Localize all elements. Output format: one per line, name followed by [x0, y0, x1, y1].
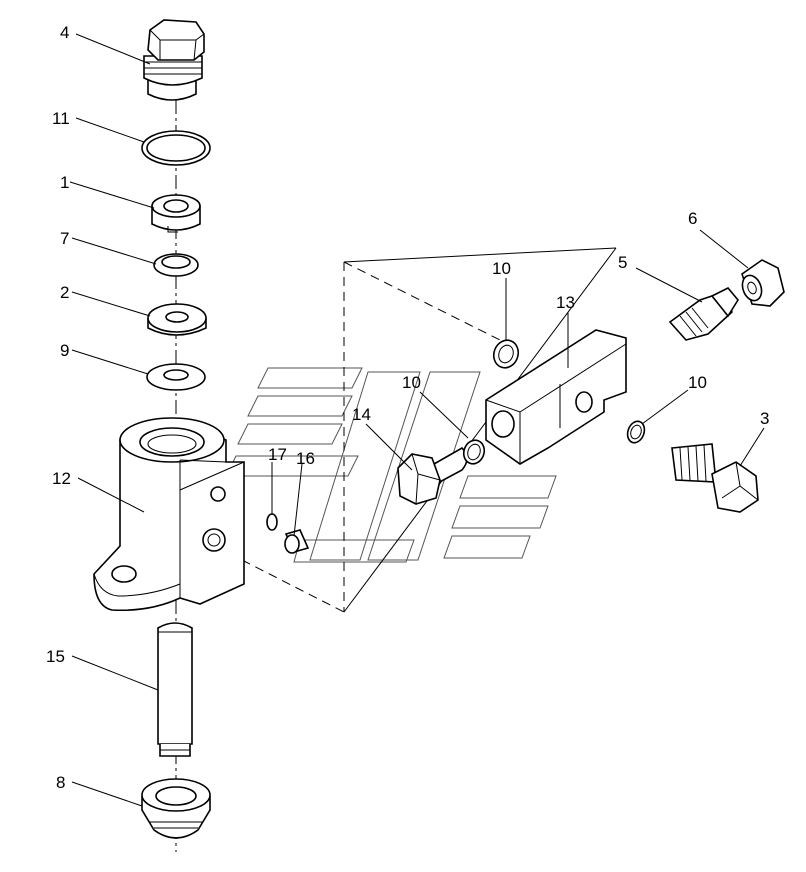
part-1-seat — [151, 194, 201, 233]
callout-8: 8 — [56, 773, 65, 792]
part-10-washer-c — [626, 420, 646, 444]
callout-labels: 4 11 1 7 2 9 12 15 8 17 16 14 10 10 10 1… — [46, 23, 769, 792]
callout-10-top: 10 — [492, 259, 511, 278]
part-6-cap — [741, 259, 785, 307]
part-15-pin — [157, 622, 193, 757]
part-14-bolt — [397, 447, 468, 505]
callout-7: 7 — [60, 229, 69, 248]
part-5-union — [668, 287, 739, 341]
part-12-body — [93, 417, 245, 612]
callout-5: 5 — [618, 253, 627, 272]
callout-13: 13 — [556, 293, 575, 312]
callout-16: 16 — [296, 449, 315, 468]
part-3-bolt — [671, 443, 759, 513]
callout-10-mid: 10 — [402, 373, 421, 392]
callout-10-right: 10 — [688, 373, 707, 392]
callout-3: 3 — [760, 409, 769, 428]
part-17-ring — [266, 513, 278, 531]
part-10-washer-a — [492, 339, 520, 369]
callout-9: 9 — [60, 341, 69, 360]
callout-14: 14 — [352, 405, 371, 424]
part-2-nut — [147, 303, 207, 336]
callout-6: 6 — [688, 209, 697, 228]
part-9-washer — [146, 363, 206, 391]
part-8-cap — [141, 778, 211, 839]
part-10-washer-b — [462, 439, 486, 465]
leader-lines — [69, 33, 765, 807]
callout-15: 15 — [46, 647, 65, 666]
watermark-logo — [225, 367, 557, 563]
part-4-plug — [143, 19, 205, 101]
callout-1: 1 — [60, 173, 69, 192]
callout-2: 2 — [60, 283, 69, 302]
part-11-oring — [141, 130, 211, 166]
part-7-washer — [153, 253, 199, 277]
callout-12: 12 — [52, 469, 71, 488]
part-13-block — [485, 329, 627, 465]
part-16-screw — [284, 529, 310, 554]
callout-11: 11 — [52, 109, 70, 128]
assembly-frame — [241, 247, 617, 613]
callout-17: 17 — [268, 445, 287, 464]
callout-4: 4 — [60, 23, 69, 42]
